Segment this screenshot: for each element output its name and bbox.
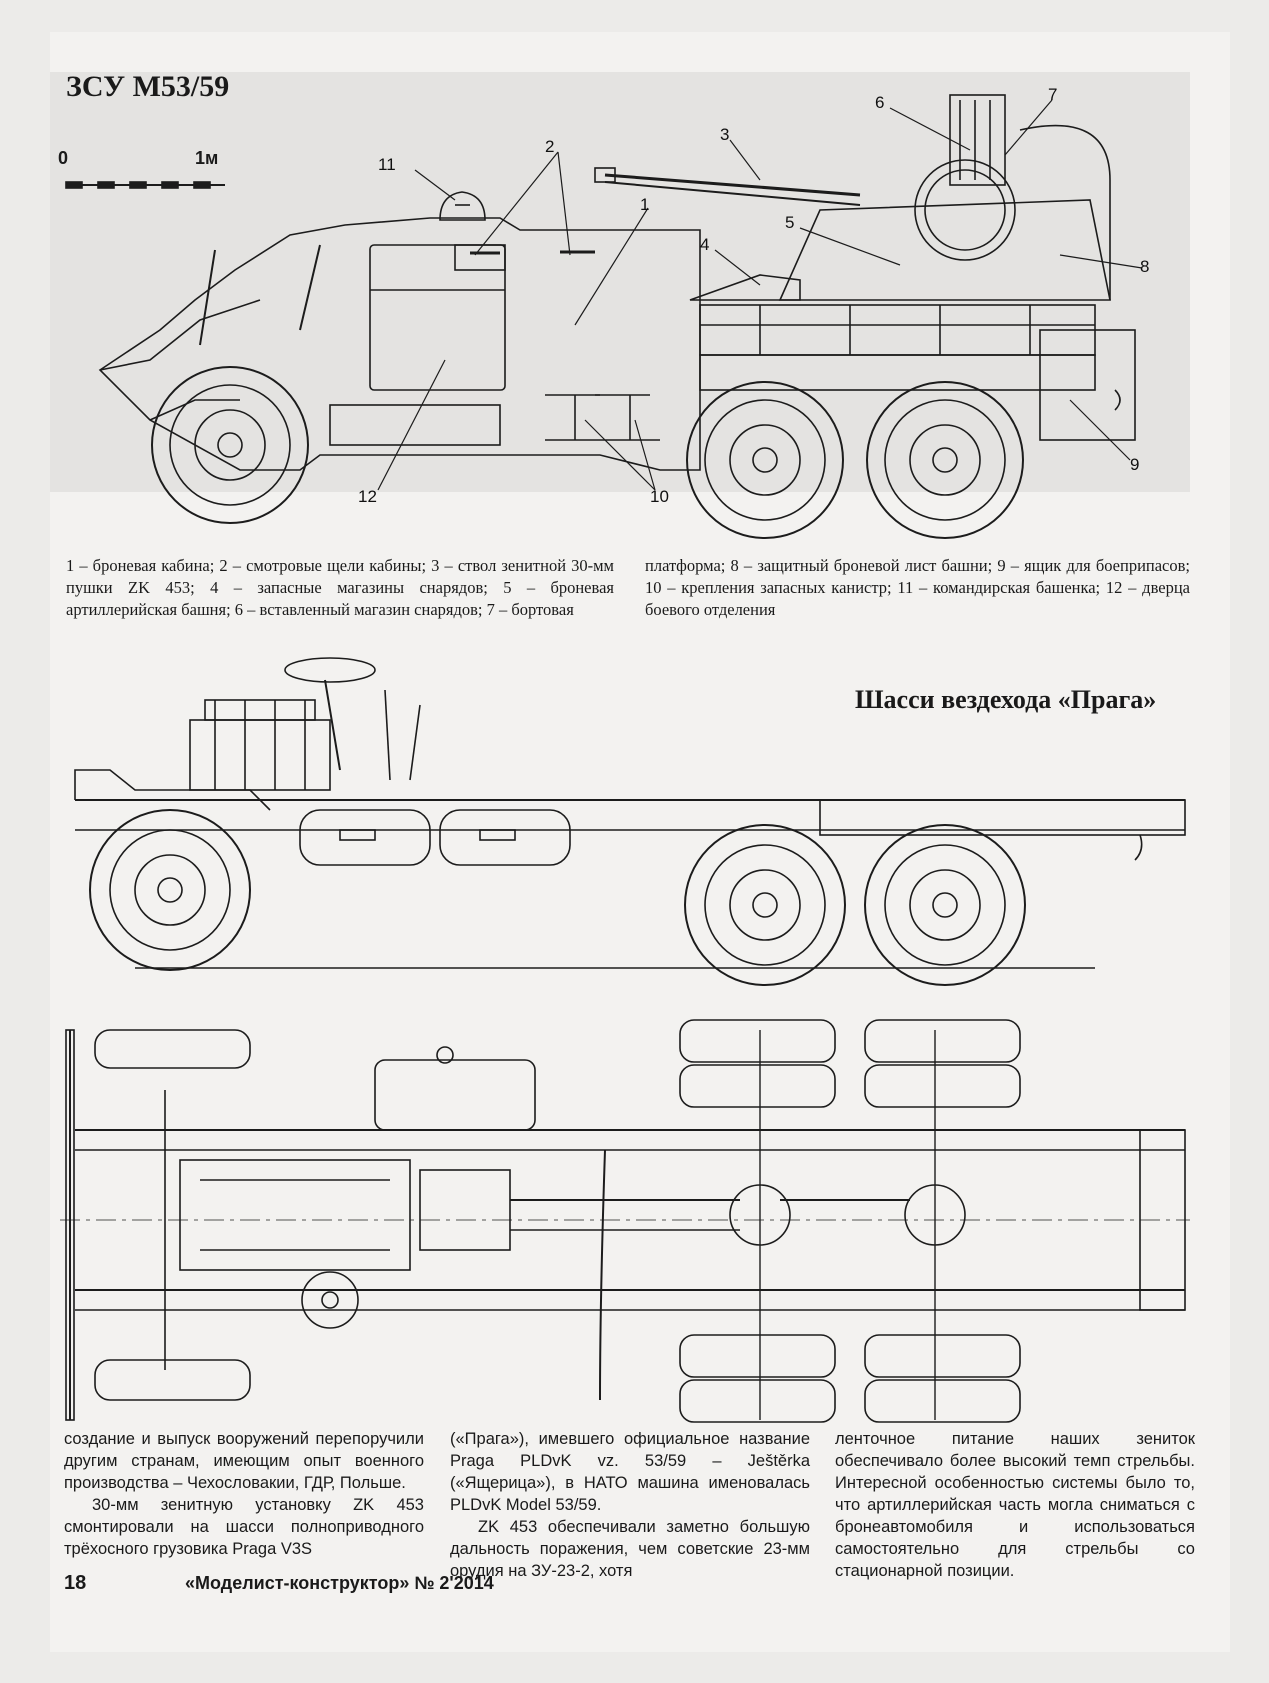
body-column-1: создание и выпуск вооружений перепоручил… <box>64 1428 424 1560</box>
callout-9: 9 <box>1130 455 1139 474</box>
paragraph: ZK 453 обеспечивали заметно большую даль… <box>450 1518 810 1580</box>
front-wheel <box>151 366 309 524</box>
callout-1: 1 <box>640 195 649 214</box>
paragraph: 30-мм зенитную установку ZK 453 смонтиро… <box>64 1496 424 1558</box>
page-number: 18 <box>64 1572 87 1594</box>
callout-10: 10 <box>650 487 669 506</box>
paragraph: создание и выпуск вооружений перепоручил… <box>64 1430 424 1492</box>
zsu-side-view: 1 2 3 4 5 6 7 8 9 10 11 12 <box>98 85 1149 539</box>
callout-4: 4 <box>700 235 709 254</box>
magazine-name: «Моделист-конструктор» № 2'2014 <box>185 1573 494 1593</box>
scale-start-label: 0 <box>58 148 69 168</box>
body-column-3: ленточное питание наших зениток обеспечи… <box>835 1428 1195 1582</box>
legend-col-1: 1 – броневая кабина; 2 – смотровые щели … <box>66 556 614 619</box>
page-title: ЗСУ М53/59 <box>66 70 230 103</box>
callout-7: 7 <box>1048 85 1057 104</box>
callout-5: 5 <box>785 213 794 232</box>
chassis-side-view <box>74 657 1186 986</box>
scale-end-label: 1м <box>195 148 219 168</box>
callout-leaders <box>377 99 1143 491</box>
chassis-top-view <box>60 1019 1190 1423</box>
paragraph: («Прага»), имевшего официальное название… <box>450 1430 810 1514</box>
body-column-2: («Прага»), имевшего официальное название… <box>450 1428 810 1582</box>
background-band <box>50 72 1190 492</box>
callout-11: 11 <box>378 155 396 174</box>
legend-col-2: платформа; 8 – защитный броневой лист ба… <box>645 556 1190 619</box>
paragraph: ленточное питание наших зениток обеспечи… <box>835 1430 1195 1580</box>
callout-12: 12 <box>358 487 377 506</box>
section-title: Шасси вездехода «Прага» <box>855 685 1157 714</box>
rear-wheel <box>866 381 1024 539</box>
middle-wheel <box>686 381 844 539</box>
scale-bar <box>65 181 225 189</box>
callout-6: 6 <box>875 93 884 112</box>
callout-3: 3 <box>720 125 729 144</box>
callout-2: 2 <box>545 137 554 156</box>
callout-8: 8 <box>1140 257 1149 276</box>
